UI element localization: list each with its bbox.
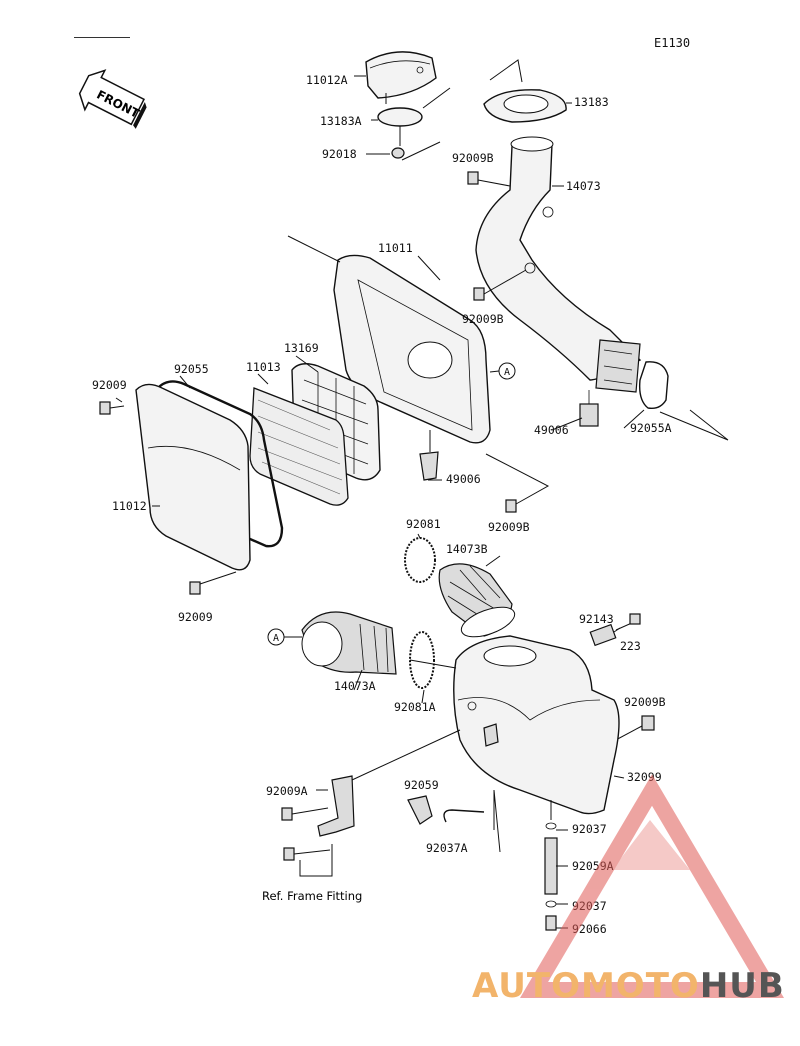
label-92009A: 92009A (266, 784, 308, 798)
label-49006-mid: 49006 (446, 472, 481, 486)
bolt-92009B-mid (473, 269, 527, 301)
part-49006-right (579, 390, 599, 427)
label-14073B: 14073B (446, 542, 488, 556)
label-92009B-mid: 92009B (462, 312, 504, 326)
part-92059-pipe (407, 795, 433, 825)
label-92081: 92081 (406, 517, 441, 531)
label-11011: 11011 (378, 241, 413, 255)
label-92009B-top: 92009B (452, 151, 494, 165)
label-92037-a: 92037 (572, 822, 607, 836)
part-13183-flange (483, 59, 567, 123)
watermark-logo-icon (519, 774, 785, 998)
part-223-bolt (615, 613, 641, 631)
label-92055A: 92055A (630, 421, 672, 435)
part-11012A-cap (365, 51, 437, 99)
label-92143: 92143 (579, 612, 614, 626)
label-92059: 92059 (404, 778, 439, 792)
part-11013-filter (249, 387, 349, 506)
reference-marker-a-2: A (489, 362, 516, 380)
svg-text:A: A (273, 633, 279, 644)
part-14073-duct (475, 136, 642, 393)
bracket-frame-fitting (281, 729, 461, 877)
part-92055A-seal (638, 361, 669, 410)
part-92143-spacer (589, 623, 617, 647)
label-223: 223 (620, 639, 641, 653)
bolt-92009-bottom (189, 571, 237, 595)
header-rule (74, 37, 130, 38)
label-92018: 92018 (322, 147, 357, 161)
part-49006-mid (419, 451, 439, 481)
label-92009B-low: 92009B (488, 520, 530, 534)
part-92037A-clip (443, 809, 485, 823)
label-14073A: 14073A (334, 679, 376, 693)
part-92059A-tube (544, 800, 558, 931)
part-92018-nut (391, 147, 405, 159)
part-92081A-clamp (409, 631, 435, 689)
bolt-92009B-top (467, 171, 511, 187)
label-92037A: 92037A (426, 841, 468, 855)
label-92009-left: 92009 (92, 378, 127, 392)
ref-frame-fitting-note: Ref. Frame Fitting (262, 889, 362, 903)
label-92009-bottom: 92009 (178, 610, 213, 624)
part-11012-cover (135, 383, 251, 571)
svg-text:A: A (504, 367, 510, 378)
label-92009B-right: 92009B (624, 695, 666, 709)
reference-marker-a-1: A (267, 628, 302, 646)
label-13183: 13183 (574, 95, 609, 109)
bolt-92009-left (99, 401, 125, 415)
label-92055: 92055 (174, 362, 209, 376)
front-arrow-icon: FRONT (78, 69, 147, 129)
label-11012A: 11012A (306, 73, 348, 87)
label-13169: 13169 (284, 341, 319, 355)
label-13183A: 13183A (320, 114, 362, 128)
part-labels: 11012A 13183A 92018 13183 92009B 14073 1… (92, 73, 672, 936)
part-92081-clamp (404, 537, 436, 583)
label-14073: 14073 (566, 179, 601, 193)
bolt-92009B-low (485, 453, 550, 513)
part-14073A-elbow (301, 611, 397, 675)
part-13183A-plate (377, 107, 423, 127)
label-92081A: 92081A (394, 700, 436, 714)
watermark-text: AUTOMOTOHUB (472, 966, 785, 1006)
part-14073B-connector (438, 563, 516, 638)
label-11013: 11013 (246, 360, 281, 374)
label-11012: 11012 (112, 499, 147, 513)
diagram-code: E1130 (654, 36, 691, 50)
part-32099-box (453, 635, 620, 815)
